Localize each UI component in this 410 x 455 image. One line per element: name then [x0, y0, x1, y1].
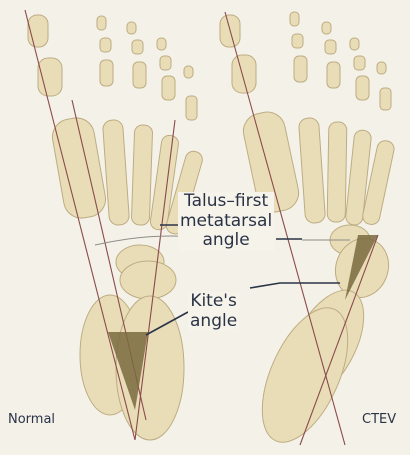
normal-toe4-mid — [160, 56, 171, 70]
normal-toe2-tip — [97, 16, 106, 30]
label-line-3: angle — [180, 231, 272, 251]
leader-kite-right — [250, 283, 340, 288]
label-line-2: metatarsal — [180, 212, 272, 232]
normal-big-toe-distal — [28, 15, 48, 47]
ctev-foot-label: CTEV — [360, 413, 398, 428]
label-line-1: Kite's — [190, 292, 237, 312]
label-line-2: angle — [190, 312, 237, 332]
normal-toe3-mid — [132, 40, 143, 54]
kites-angle-label: Kite's angle — [188, 292, 239, 331]
ctev-toe3-mid — [325, 40, 336, 54]
ctev-metatarsal-2 — [298, 117, 325, 223]
normal-metatarsal-2 — [102, 119, 129, 225]
ctev-toe5-base — [380, 88, 391, 110]
ctev-toe3-tip — [322, 22, 331, 34]
normal-toe3-tip — [127, 22, 136, 34]
ctev-big-toe-proximal — [232, 55, 256, 93]
normal-metatarsal-3 — [131, 125, 152, 226]
normal-toe2-mid — [100, 38, 111, 52]
ctev-toe4-base — [356, 76, 369, 100]
ctev-toe4-tip — [350, 38, 359, 50]
normal-toe4-base — [162, 76, 175, 100]
normal-toe2-base — [100, 60, 113, 86]
ctev-toe2-base — [294, 56, 307, 82]
talus-first-metatarsal-angle-label: Talus–first metatarsal angle — [178, 192, 274, 251]
normal-toe5-tip — [184, 66, 193, 78]
ctev-toe4-mid — [354, 56, 365, 70]
normal-foot-label: Normal — [6, 413, 57, 428]
ctev-toe2-mid — [292, 34, 303, 48]
ctev-toe2-tip — [290, 12, 299, 26]
normal-toe3-base — [133, 62, 146, 88]
normal-toe4-tip — [157, 38, 166, 50]
label-line-1: Talus–first — [180, 192, 272, 212]
normal-toe5-base — [186, 96, 197, 120]
ctev-toe5-tip — [377, 62, 386, 74]
ctev-toe3-base — [327, 62, 340, 88]
ctev-metatarsal-3 — [327, 122, 347, 222]
normal-cuboid — [120, 261, 176, 299]
